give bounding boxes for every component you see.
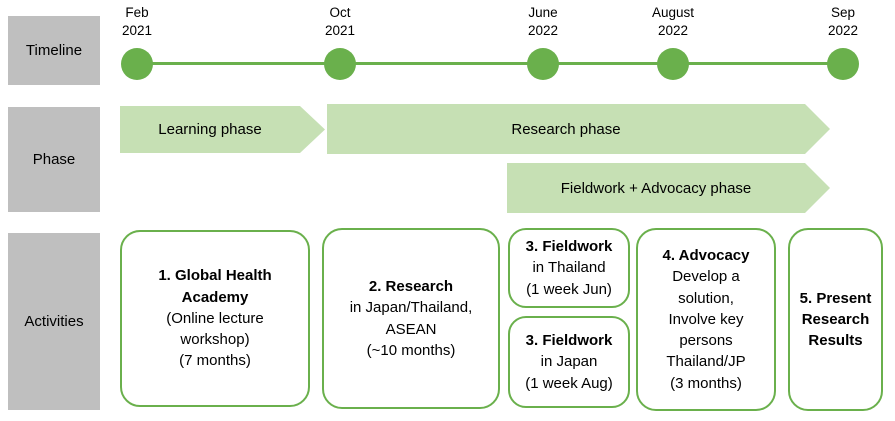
activity-title: 4. Advocacy — [662, 246, 750, 264]
milestone-dot-icon — [527, 48, 559, 80]
milestone-month: Feb — [125, 5, 149, 20]
milestone-month: June — [528, 5, 558, 20]
activity-line: in Japan — [540, 353, 598, 371]
milestone-year: 2022 — [527, 22, 559, 38]
activity-line: (7 months) — [179, 352, 251, 370]
phase-arrow-fieldwork-advocacy: Fieldwork + Advocacy phase — [507, 163, 830, 213]
activity-line: in Thailand — [532, 259, 606, 277]
activity-line: (1 week Aug) — [525, 374, 613, 392]
activity-title: 3. Fieldwork — [525, 238, 613, 256]
activity-title: 5. Present Research Results — [799, 289, 872, 350]
activity-line: ASEAN — [385, 320, 437, 338]
milestone-date: Oct 2021 — [298, 4, 382, 39]
milestone-year: 2022 — [657, 22, 689, 38]
activity-line: Involve key persons — [668, 310, 744, 350]
activity-title: 1. Global Health Academy — [158, 267, 272, 306]
activity-box-fieldwork-thailand: 3. Fieldwork in Thailand (1 week Jun) — [508, 228, 630, 308]
phase-arrow-label: Research phase — [511, 120, 621, 138]
row-label-activities: Activities — [8, 233, 100, 410]
milestone-year: 2021 — [324, 22, 356, 38]
milestone-month: Sep — [830, 5, 856, 20]
milestone-date: June 2022 — [501, 4, 585, 39]
phase-arrow-learning: Learning phase — [120, 106, 325, 153]
activity-box-fieldwork-japan: 3. Fieldwork in Japan (1 week Aug) — [508, 316, 630, 408]
phase-arrow-label: Fieldwork + Advocacy phase — [560, 179, 752, 197]
milestone-dot-icon — [657, 48, 689, 80]
milestone-month: Oct — [329, 5, 351, 20]
milestone-date: August 2022 — [631, 4, 715, 39]
milestone-dot-icon — [121, 48, 153, 80]
row-label-phase: Phase — [8, 107, 100, 212]
activity-box-global-health-academy: 1. Global Health Academy (Online lecture… — [120, 230, 310, 407]
activity-title: 3. Fieldwork — [525, 332, 613, 350]
milestone-dot-icon — [324, 48, 356, 80]
milestone-year: 2021 — [121, 22, 153, 38]
activity-line: Develop a solution, — [672, 268, 740, 307]
activity-line: (3 months) — [670, 374, 742, 392]
activity-box-research: 2. Research in Japan/Thailand, ASEAN (~1… — [322, 228, 500, 409]
activity-box-advocacy: 4. Advocacy Develop a solution, Involve … — [636, 228, 776, 411]
milestone-dot-icon — [827, 48, 859, 80]
milestone-date: Feb 2021 — [95, 4, 179, 39]
phase-arrow-label: Learning phase — [158, 121, 262, 138]
activity-line: (Online lecture workshop) — [166, 309, 264, 349]
activity-title: 2. Research — [368, 277, 454, 295]
activity-line: in Japan/Thailand, — [349, 299, 473, 317]
timeline-connector-line — [137, 62, 843, 65]
activity-line: (1 week Jun) — [526, 280, 612, 298]
activity-line: (~10 months) — [366, 341, 456, 359]
milestone-month: August — [651, 5, 695, 20]
milestone-year: 2022 — [827, 22, 859, 38]
activity-line: Thailand/JP — [666, 353, 746, 371]
activity-box-present-results: 5. Present Research Results — [788, 228, 883, 411]
milestone-date: Sep 2022 — [801, 4, 885, 39]
phase-arrow-research: Research phase — [327, 104, 830, 154]
row-label-timeline: Timeline — [8, 16, 100, 85]
